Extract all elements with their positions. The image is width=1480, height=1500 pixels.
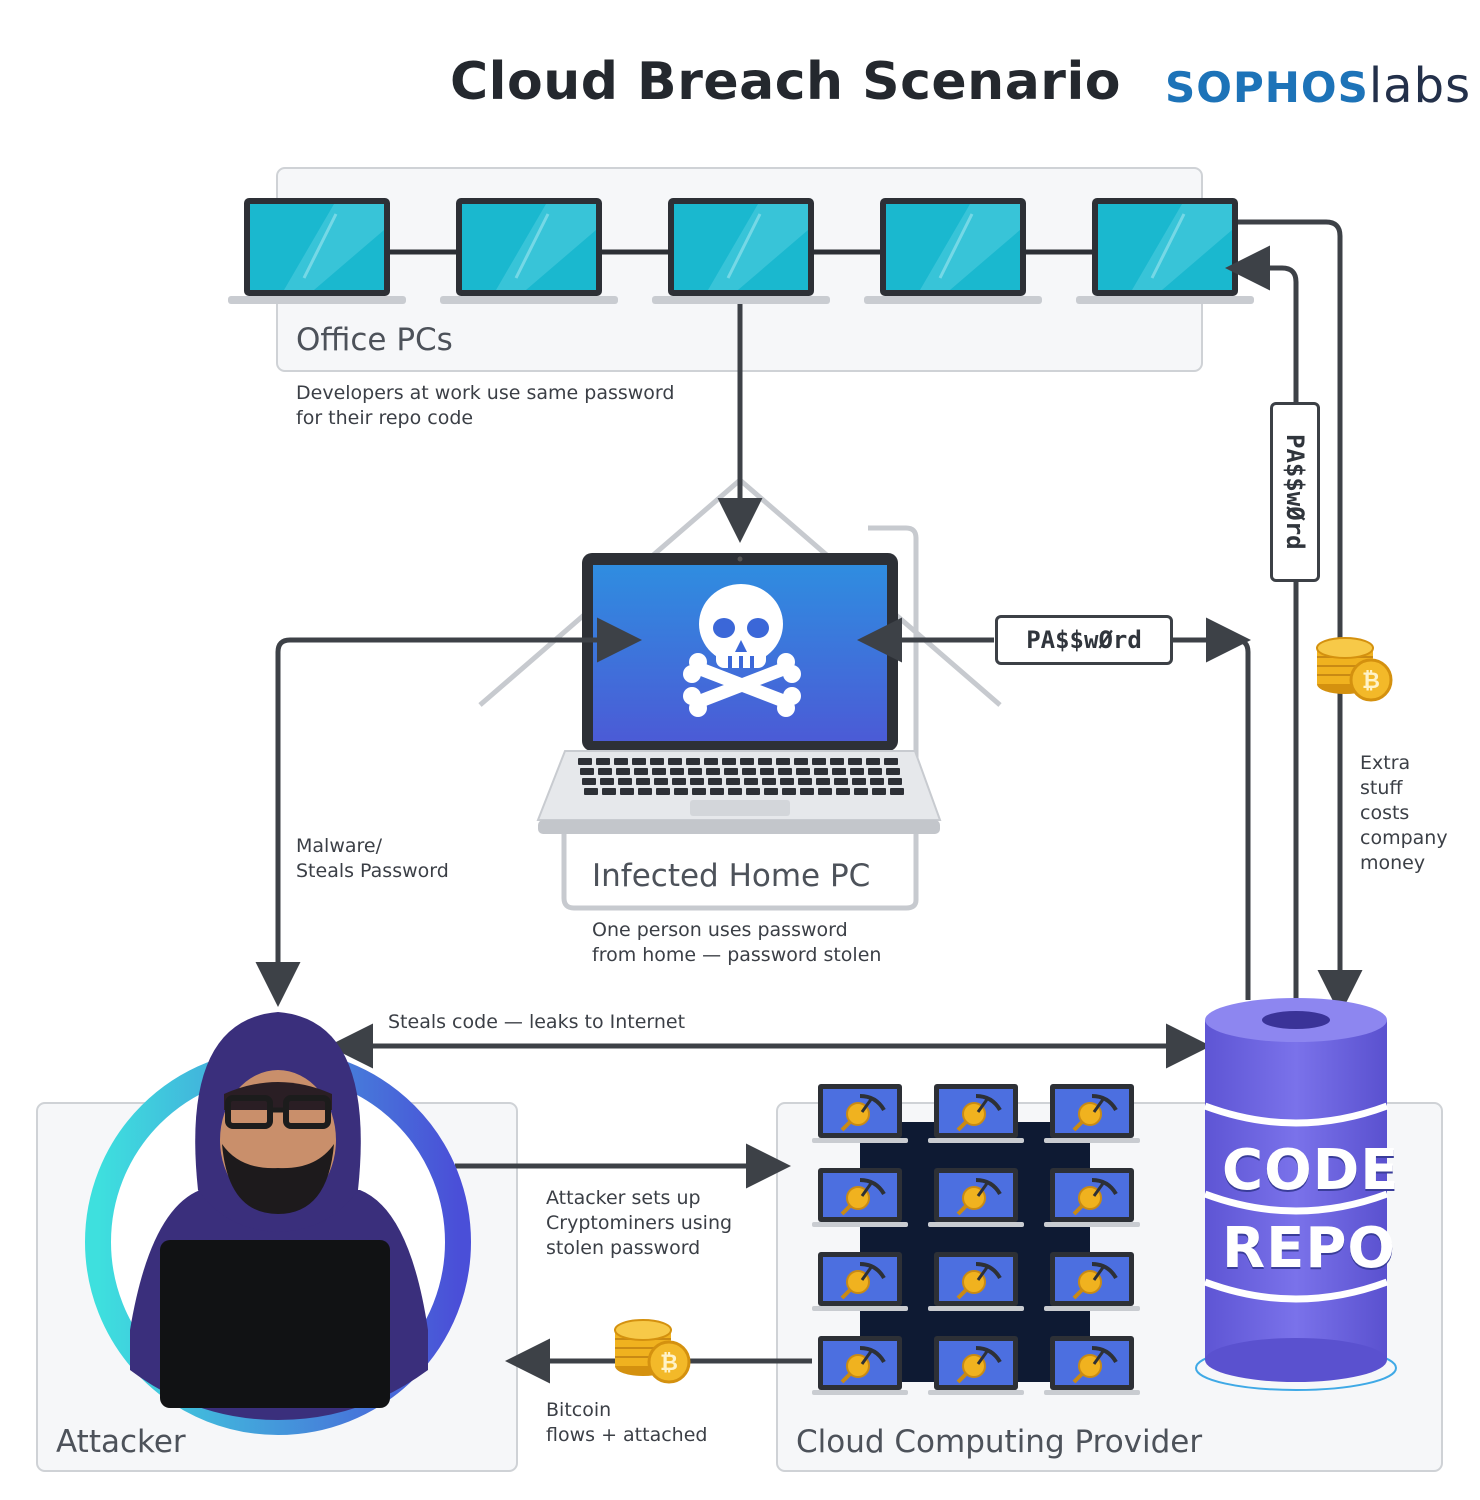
cryptominer-laptop-6	[1042, 1166, 1142, 1229]
infected-home-pc-label: Infected Home PC	[592, 858, 871, 894]
office-laptop-1	[228, 198, 406, 304]
cryptominer-laptop-12	[1042, 1334, 1142, 1397]
sophoslabs-logo: SOPHOSlabs	[1165, 58, 1472, 114]
page-title: Cloud Breach Scenario	[450, 52, 1121, 112]
office-laptop-5	[1076, 198, 1254, 304]
repo-word-code: CODE	[1222, 1138, 1400, 1203]
repo-word-repo: REPO	[1222, 1216, 1397, 1281]
cryptominer-laptop-5	[926, 1166, 1026, 1229]
cryptominer-laptop-10	[810, 1334, 910, 1397]
arrow-password-to-repo	[1012, 640, 1248, 1000]
cryptominer-laptop-2	[926, 1082, 1026, 1145]
attacker-label: Attacker	[56, 1424, 186, 1460]
office-laptop-2	[440, 198, 618, 304]
arrow-malware	[255, 617, 642, 1007]
office-pcs-label: Office PCs	[296, 322, 453, 358]
malware-note: Malware/Steals Password	[296, 835, 449, 882]
cryptominer-laptop-9	[1042, 1250, 1142, 1313]
cloud-provider-label: Cloud Computing Provider	[796, 1424, 1203, 1460]
cryptominer-laptop-1	[810, 1082, 910, 1145]
arrow-office-to-repo-costs	[1238, 219, 1363, 1015]
office-laptop-3	[652, 198, 830, 304]
coin-stack-icon	[1315, 636, 1393, 702]
arrow-password-to-office	[1225, 245, 1299, 1002]
steals-code-note: Steals code — leaks to Internet	[388, 1011, 686, 1033]
coin-stack-icon	[613, 1318, 691, 1384]
cryptominer-laptop-4	[810, 1166, 910, 1229]
code-repo-database	[1195, 998, 1397, 1391]
arrows	[255, 219, 1363, 1384]
office-laptop-4	[864, 198, 1042, 304]
password-tag-vertical: PA$$wØrd	[1270, 402, 1320, 582]
cryptominer-laptop-7	[810, 1250, 910, 1313]
attacker-avatar	[85, 1012, 471, 1435]
cryptominer-laptop-11	[926, 1334, 1026, 1397]
skull-crossbones-icon	[683, 584, 801, 717]
cryptominer-laptop-8	[926, 1250, 1026, 1313]
cryptominer-laptop-3	[1042, 1082, 1142, 1145]
password-tag-horizontal: PA$$wØrd	[995, 615, 1173, 665]
